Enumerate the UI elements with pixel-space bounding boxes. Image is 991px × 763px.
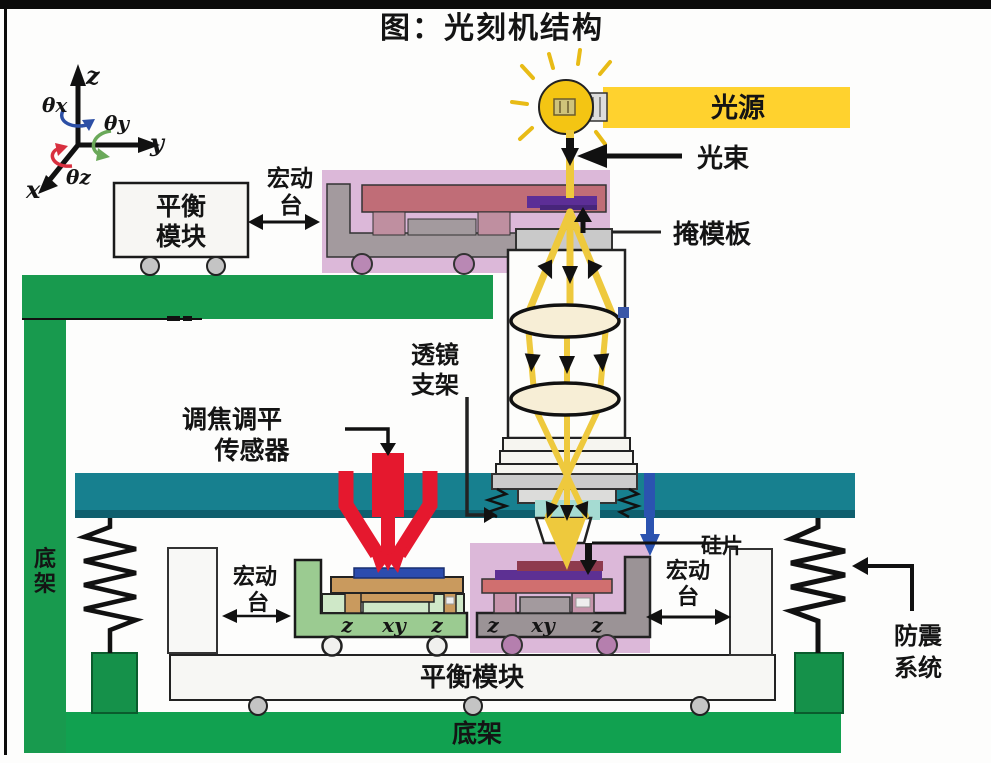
- lens-element: [509, 303, 621, 339]
- macro-stage-top-label: 台: [280, 192, 303, 218]
- bulb-rays: [510, 48, 612, 146]
- base-frame-left-label: 架: [34, 571, 56, 596]
- z-actuator-arrow: [640, 473, 660, 556]
- metrology-beam: [75, 473, 855, 518]
- macro-stage-top-label: 宏动: [267, 165, 313, 191]
- wheel: [501, 634, 523, 656]
- left-spring: [76, 518, 144, 653]
- mask-plate-label: 掩模板: [673, 219, 751, 249]
- axis-y-label: y: [149, 128, 166, 157]
- light-source: 光源: [510, 48, 850, 146]
- left-border: [4, 9, 7, 755]
- wafer-chuck: [481, 578, 613, 594]
- wheel: [690, 696, 710, 716]
- stage-axis-z: z: [340, 613, 353, 637]
- silicon-wafer: [495, 570, 602, 580]
- wheel: [248, 696, 268, 716]
- lens-element: [509, 381, 621, 417]
- converge-arrowheads: [545, 501, 589, 521]
- focus-sensor-label: 传感器: [213, 436, 290, 465]
- wafer-stage-frame: [475, 555, 652, 639]
- page-title: 图：光刻机结构: [380, 12, 604, 45]
- left-guide-block: [167, 547, 218, 654]
- theta-z-label: θz: [66, 165, 91, 189]
- text-labels: 宏动 台 光束 掩模板 透镜 支架 调焦调平 传感器 宏动 台 宏动 台 硅片 …: [34, 143, 943, 748]
- top-balance-module: 平衡 模块: [112, 181, 250, 276]
- macro-stage-right-label: 宏动: [666, 558, 710, 583]
- ray-arrowheads: [524, 259, 610, 374]
- light-source-box: [603, 87, 850, 128]
- wheel: [206, 256, 226, 276]
- stage-axis-z: z: [486, 613, 499, 637]
- wheel: [351, 253, 373, 275]
- left-spring-foot-block: [91, 652, 138, 714]
- right-guide-block: [729, 548, 773, 656]
- lens-bracket-label: 支架: [411, 372, 459, 399]
- lens-sensor-chip: [618, 307, 629, 318]
- macro-stage-right-label: 台: [677, 584, 699, 609]
- stage-axis-xy: xy: [381, 613, 407, 637]
- left-frame-column: [24, 275, 66, 753]
- axis-x-label: x: [25, 175, 41, 204]
- coordinate-axes: z y x θx θy θz: [25, 61, 166, 204]
- balance-module-top-label: 模块: [156, 222, 206, 251]
- upper-frame-bar: [22, 275, 493, 319]
- anti-vibration-label: 防震: [894, 622, 943, 650]
- callouts: [222, 144, 914, 625]
- stage-axis-z: z: [590, 613, 603, 637]
- wheel: [321, 635, 343, 657]
- light-beam-label: 光束: [696, 143, 750, 173]
- bottom-balance-module: [169, 654, 776, 716]
- focus-sensor-label: 调焦调平: [182, 405, 282, 434]
- base-frame-left-label: 底: [34, 546, 56, 571]
- macro-stage-left-label: 宏动: [233, 564, 277, 589]
- axis-z-label: z: [85, 61, 101, 90]
- stage-axis-xy: xy: [530, 613, 556, 637]
- balance-module-bottom-label: 平衡模块: [420, 662, 524, 692]
- base-frame-bottom-label: 底架: [452, 719, 502, 748]
- lens-bracket-label: 透镜: [411, 341, 459, 369]
- machine-frame-green: [22, 275, 844, 753]
- wheel: [596, 634, 618, 656]
- left-fine-stage: z xy z: [293, 558, 469, 657]
- wheel: [140, 256, 160, 276]
- right-spring-foot-block: [794, 652, 844, 714]
- stage-axis-z: z: [430, 613, 443, 637]
- wafer-stage: z xy z: [470, 543, 652, 656]
- light-source-label: 光源: [710, 93, 765, 123]
- bottom-frame-bar: [66, 712, 841, 753]
- balance-module-top-label: 平衡: [156, 192, 206, 221]
- focus-leveling-sensor: [338, 453, 438, 573]
- macro-stage-left-label: 台: [247, 590, 269, 615]
- right-spring: [782, 518, 846, 653]
- anti-vibration-label: 系统: [894, 654, 942, 682]
- wheel: [426, 635, 448, 657]
- silicon-wafer-label: 硅片: [701, 535, 743, 558]
- stage-platform: [330, 576, 464, 594]
- wheel: [463, 696, 483, 716]
- theta-y-label: θy: [104, 111, 130, 135]
- exposure-cone: [544, 518, 586, 570]
- mount-spring: [616, 487, 642, 519]
- anti-vibration-springs: [76, 518, 846, 653]
- wheel: [453, 253, 475, 275]
- top-border: [0, 0, 991, 9]
- theta-x-label: θx: [42, 93, 68, 117]
